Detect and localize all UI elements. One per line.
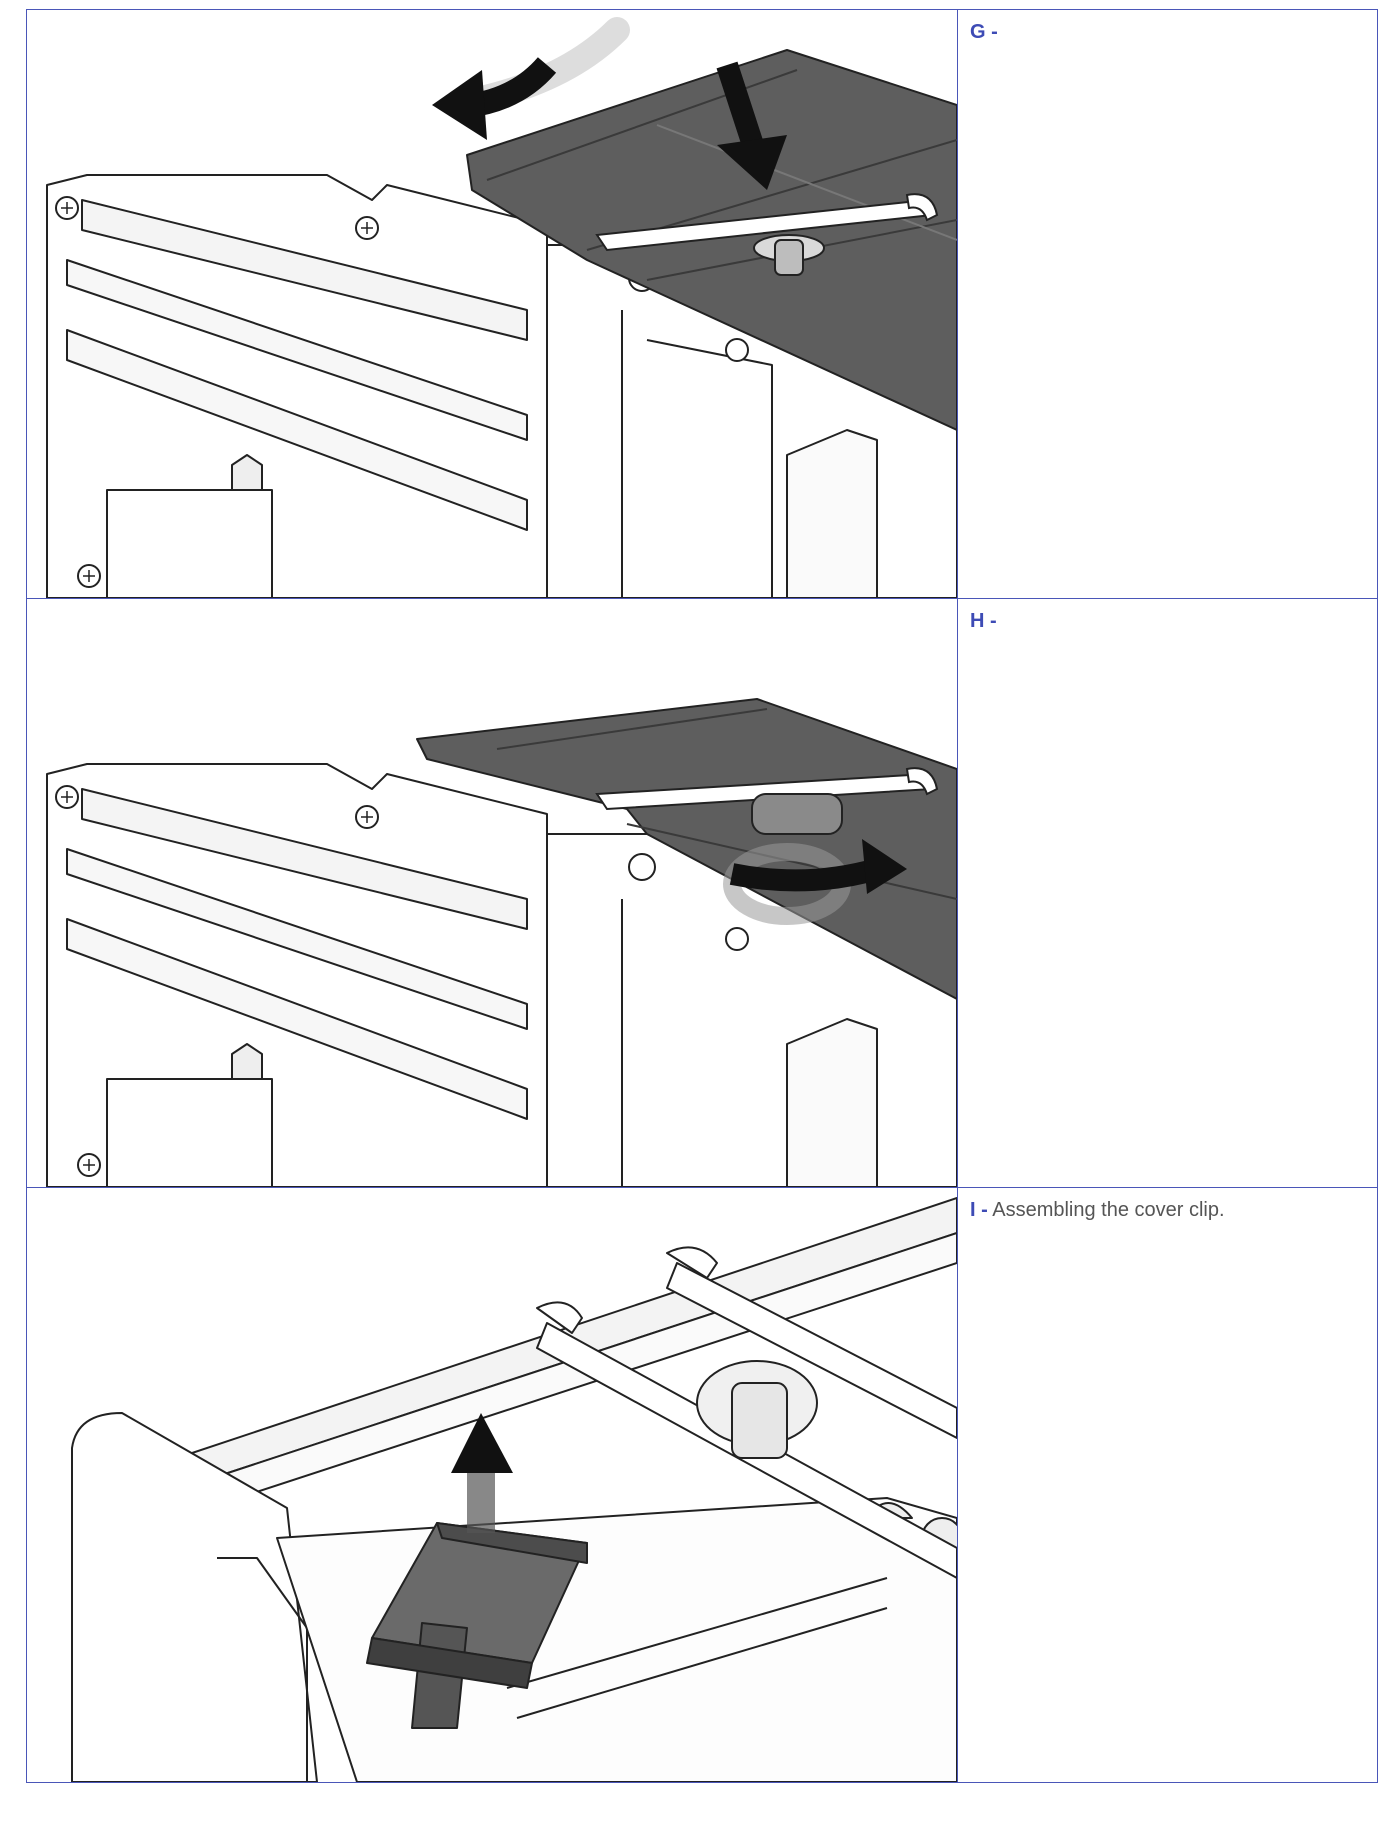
figure-cell-i xyxy=(26,1187,958,1783)
figure-cell-h xyxy=(26,598,958,1188)
illustration-h xyxy=(46,698,957,1187)
arrow-down-icon xyxy=(717,135,787,190)
step-row-i: I - Assembling the cover clip. xyxy=(26,1187,1378,1783)
step-letter-i: I xyxy=(970,1199,976,1221)
arrow-down-shaft xyxy=(716,61,764,149)
figure-cell-g xyxy=(26,9,958,599)
step-row-g: G - xyxy=(26,9,1378,599)
curved-arrow-left-icon xyxy=(432,70,487,140)
arrow-up-tail xyxy=(467,1468,495,1533)
step-letter-h: H xyxy=(970,610,985,632)
illustration-g xyxy=(46,17,957,598)
curved-arrow-right-shaft xyxy=(729,858,881,892)
illustration-i xyxy=(71,1197,957,1782)
step-letter-g: G xyxy=(970,21,986,43)
step-label-g: G - xyxy=(970,20,1377,44)
text-cell-i: I - Assembling the cover clip. xyxy=(957,1187,1378,1783)
text-cell-g: G - xyxy=(957,9,1378,599)
step-label-i: I - Assembling the cover clip. xyxy=(970,1198,1377,1222)
step-text-i: Assembling the cover clip. xyxy=(987,1199,1225,1221)
step-separator-i: - xyxy=(975,1199,988,1221)
arrow-up-icon xyxy=(451,1413,513,1473)
curved-arrow-right-icon xyxy=(862,839,907,894)
step-label-h: H - xyxy=(970,609,1377,633)
text-cell-h: H - xyxy=(957,598,1378,1188)
step-row-h: H - xyxy=(26,598,1378,1188)
step-separator-g: - xyxy=(985,21,998,43)
step-separator-h: - xyxy=(984,610,997,632)
instructions-table: G - xyxy=(26,9,1378,1783)
